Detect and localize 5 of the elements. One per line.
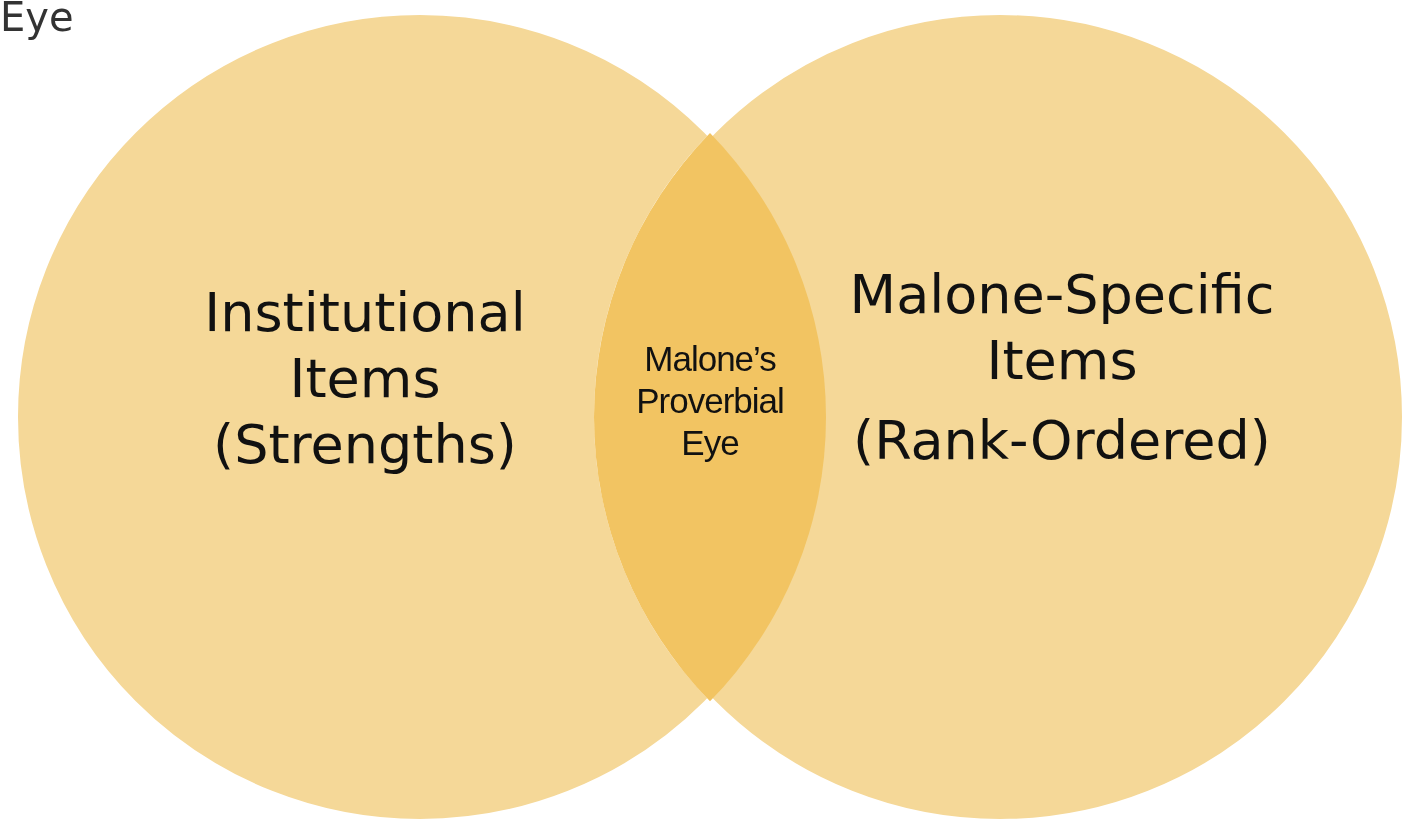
circle-label: Malone-Specific Items <box>848 262 1276 394</box>
circle-label: Institutional Items (Strengths) <box>203 280 527 478</box>
circle-label: (Rank-Ordered) <box>852 407 1272 474</box>
corner-label: Eye <box>0 0 74 40</box>
circle-label: Malone’s Proverbial Eye <box>635 338 785 464</box>
